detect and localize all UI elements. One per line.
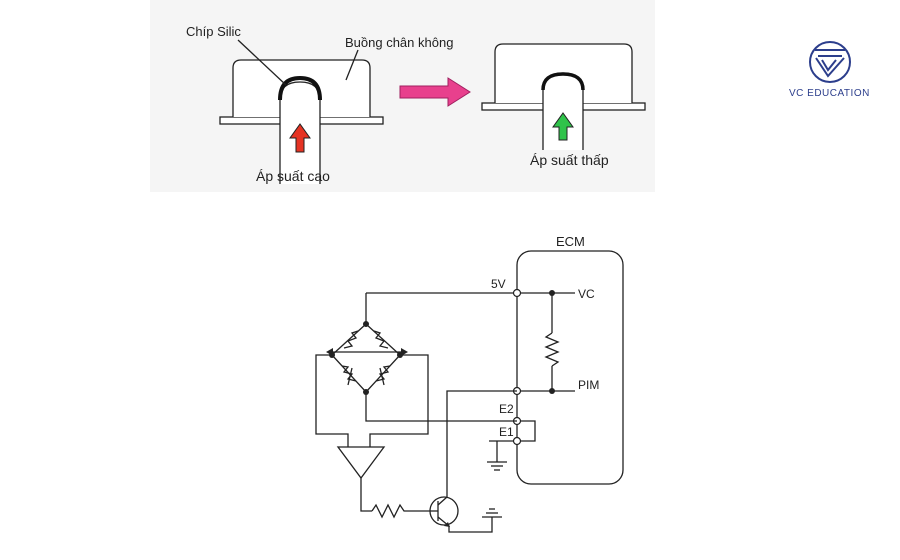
pin-pim-label: PIM [578, 378, 599, 392]
circuit-diagram: ECM 5V VC PIM E2 E1 [315, 234, 624, 533]
vc-logo-mark-icon [809, 41, 851, 83]
silicon-chip-right [541, 72, 585, 91]
label-vacuum-chamber: Buồng chân không [345, 35, 453, 50]
pin-e1-label: E1 [499, 425, 514, 439]
piezo-resistor-icon [373, 330, 389, 349]
piezo-resistor-icon [343, 330, 359, 349]
base-resistor-icon [371, 503, 430, 519]
supply-5v-label: 5V [491, 277, 506, 291]
transition-arrow-icon [399, 77, 471, 107]
amplifier-icon [336, 446, 386, 480]
low-pressure-arrow-icon [552, 112, 574, 141]
high-pressure-arrow-icon [289, 123, 311, 153]
ecm-box [516, 250, 624, 485]
label-silicon-chip: Chíp Silic [186, 24, 241, 39]
ground-icon-ecm [487, 461, 507, 471]
piezo-bridge [326, 321, 408, 395]
pin-vc-label: VC [578, 287, 595, 301]
label-low-pressure: Áp suất thấp [530, 152, 609, 168]
logo-brand-text: VC EDUCATION [789, 88, 870, 99]
silicon-chip [278, 75, 322, 101]
transistor-icon [429, 496, 459, 527]
sensor-low-pressure: Áp suất thấp [481, 43, 646, 168]
ecm-pullup-resistor-icon [544, 332, 560, 367]
pin-e2-label: E2 [499, 402, 514, 416]
ground-icon-sensor [482, 508, 502, 518]
vc-education-logo: VC EDUCATION [789, 41, 870, 99]
label-high-pressure: Áp suất cao [256, 168, 330, 184]
ecm-label: ECM [556, 234, 585, 249]
